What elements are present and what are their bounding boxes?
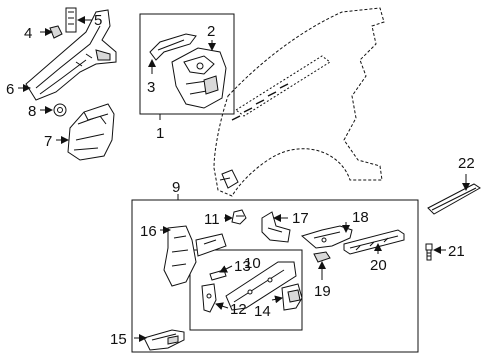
callout-7: 7	[44, 133, 52, 150]
callout-5: 5	[94, 12, 102, 29]
callout-6: 6	[6, 81, 14, 98]
part-12-bracket	[202, 284, 216, 312]
callout-8: 8	[28, 103, 36, 120]
leader-lines	[18, 16, 470, 342]
callout-12: 12	[230, 301, 247, 318]
callout-2: 2	[207, 23, 215, 40]
part-18-bracket	[302, 226, 352, 248]
leader-13	[219, 265, 233, 273]
part-17-bracket	[262, 212, 290, 242]
callout-18: 18	[352, 209, 369, 226]
fender-outline	[214, 8, 384, 196]
callout-15: 15	[110, 331, 127, 348]
callout-16: 16	[140, 223, 157, 240]
part-22-strip	[428, 184, 480, 214]
callout-20: 20	[370, 257, 387, 274]
callout-9: 9	[172, 179, 180, 196]
callout-11: 11	[204, 211, 220, 228]
callout-4: 4	[24, 25, 32, 42]
part-3-brace	[150, 34, 196, 60]
part-7-shield	[68, 104, 114, 160]
part-10-reinforcement	[226, 262, 296, 310]
group-box-9	[131, 199, 419, 353]
leader-14	[271, 295, 283, 304]
part-13-tab	[210, 270, 226, 280]
part-6-rail	[26, 10, 116, 100]
part-15-bracket	[144, 330, 184, 350]
part-20-rail	[344, 230, 404, 254]
part-11-clip	[232, 210, 246, 224]
callout-17: 17	[292, 210, 309, 227]
leader-12	[215, 302, 229, 311]
callout-labels: 1 2 3 4 5 6 7 8 9 10 11 12 13 14 15 16 1…	[6, 12, 475, 348]
group-box-1	[139, 13, 235, 115]
callout-3: 3	[147, 79, 155, 96]
part-5-bracket	[66, 8, 76, 32]
callout-21: 21	[448, 243, 465, 260]
callout-19: 19	[314, 283, 331, 300]
part-19-clip	[314, 252, 330, 262]
part-8-grommet	[54, 104, 66, 116]
group-box-10	[189, 249, 303, 331]
part-16-bracket	[164, 226, 226, 286]
part-21-bolt	[426, 244, 432, 260]
part-2-apron	[172, 48, 226, 108]
part-14-block	[282, 284, 302, 310]
callout-14: 14	[254, 303, 271, 320]
callout-13: 13	[234, 258, 251, 275]
callout-1: 1	[156, 125, 164, 142]
callout-10: 10	[244, 255, 261, 272]
callout-22: 22	[458, 155, 475, 172]
